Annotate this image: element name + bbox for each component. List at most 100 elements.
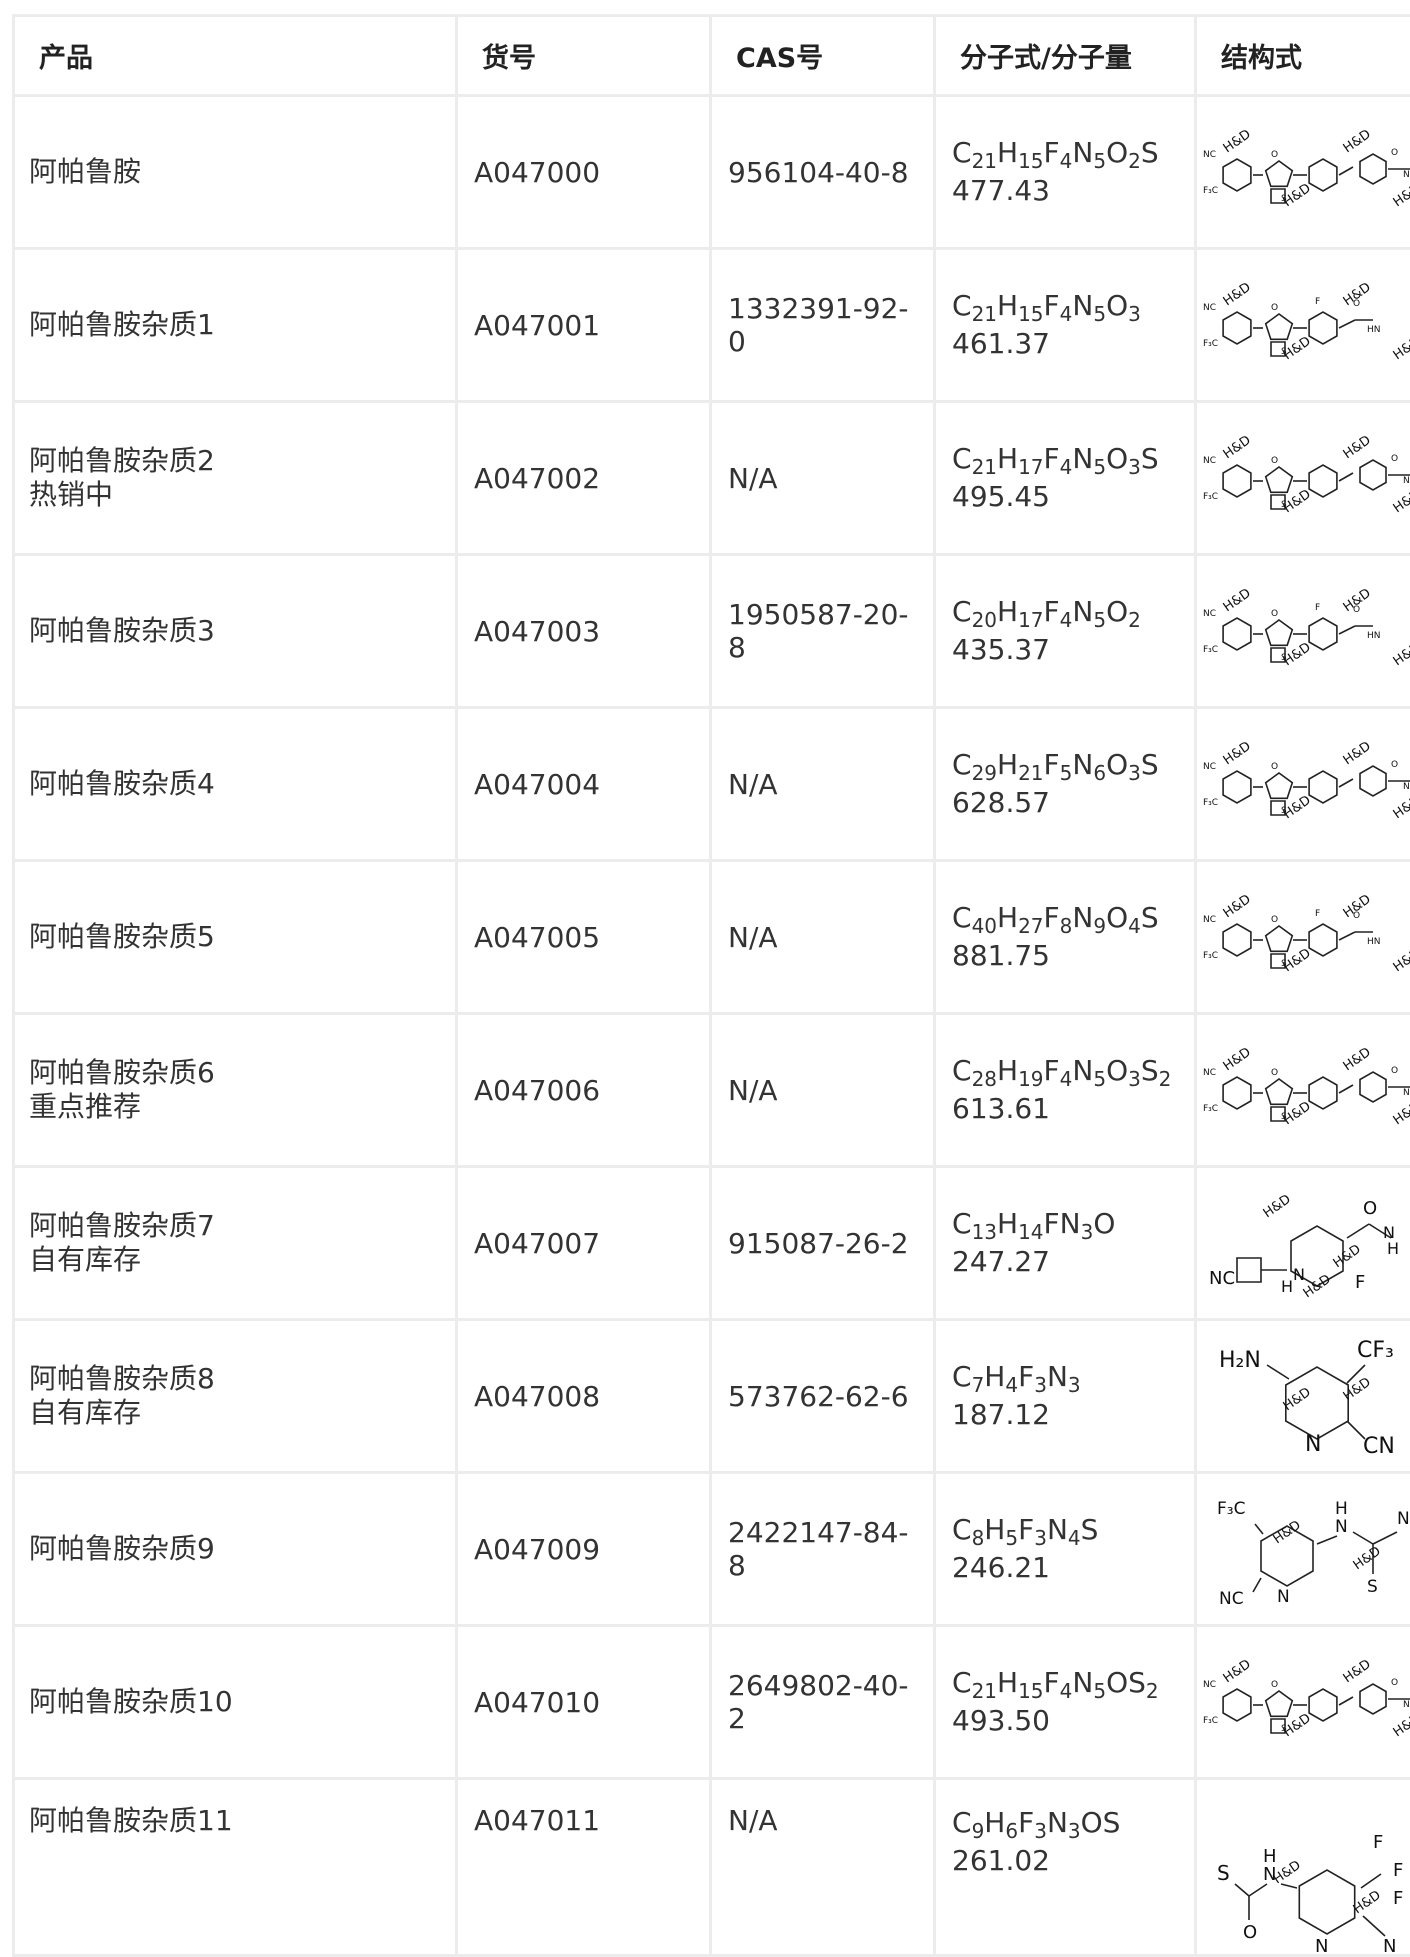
- svg-text:O: O: [1243, 1922, 1257, 1943]
- svg-text:H&D: H&D: [1281, 487, 1314, 516]
- svg-text:NC: NC: [1219, 1589, 1244, 1609]
- svg-text:F₃C: F₃C: [1203, 798, 1218, 808]
- svg-text:F: F: [1315, 297, 1320, 307]
- svg-text:S: S: [1367, 1577, 1378, 1597]
- product-name[interactable]: 阿帕鲁胺杂质11: [29, 1804, 441, 1838]
- svg-text:N: N: [1403, 782, 1410, 792]
- molecular-formula: C29H21F5N6O3S: [952, 746, 1180, 784]
- svg-text:NC: NC: [1203, 609, 1216, 619]
- svg-text:NC: NC: [1203, 1680, 1216, 1690]
- svg-text:F: F: [1315, 603, 1320, 613]
- table-header-row: 产品 货号 CAS号 分子式/分子量 结构式: [14, 16, 1410, 96]
- svg-text:N: N: [1403, 476, 1410, 486]
- svg-text:O: O: [1271, 915, 1278, 925]
- molecular-weight: 495.45: [952, 478, 1180, 516]
- product-name[interactable]: 阿帕鲁胺杂质4: [29, 767, 441, 801]
- product-name[interactable]: 阿帕鲁胺杂质8: [29, 1362, 441, 1396]
- svg-text:H&D: H&D: [1341, 739, 1374, 768]
- product-name[interactable]: 阿帕鲁胺杂质9: [29, 1532, 441, 1566]
- product-code: A047002: [457, 402, 711, 555]
- column-header-cas: CAS号: [711, 16, 935, 96]
- svg-text:N: N: [1383, 1223, 1395, 1242]
- product-name-cell: 阿帕鲁胺: [14, 96, 457, 249]
- svg-text:H&D: H&D: [1341, 127, 1374, 156]
- molecular-weight: 246.21: [952, 1549, 1180, 1587]
- svg-text:F₃C: F₃C: [1203, 951, 1218, 961]
- svg-text:HN: HN: [1367, 937, 1381, 947]
- svg-text:H&D: H&D: [1391, 181, 1410, 210]
- product-code: A047006: [457, 1014, 711, 1167]
- svg-text:N: N: [1293, 1265, 1305, 1284]
- svg-text:H&D: H&D: [1221, 433, 1254, 462]
- molecular-formula: C21H15F4N5OS2: [952, 1664, 1180, 1702]
- svg-text:S: S: [1217, 1861, 1230, 1885]
- svg-text:CF₃: CF₃: [1357, 1338, 1394, 1363]
- svg-text:F₃C: F₃C: [1203, 492, 1218, 502]
- product-name[interactable]: 阿帕鲁胺杂质7: [29, 1209, 441, 1243]
- molecular-weight: 493.50: [952, 1702, 1180, 1740]
- molecular-formula: C20H17F4N5O2: [952, 593, 1180, 631]
- product-code: A047007: [457, 1167, 711, 1320]
- svg-text:F: F: [1355, 1272, 1365, 1293]
- svg-text:H&D: H&D: [1351, 1888, 1384, 1917]
- column-header-code: 货号: [457, 16, 711, 96]
- svg-text:H&D: H&D: [1391, 1711, 1410, 1740]
- product-name[interactable]: 阿帕鲁胺杂质2: [29, 444, 441, 478]
- svg-text:H&D: H&D: [1391, 793, 1410, 822]
- product-name[interactable]: 阿帕鲁胺: [29, 155, 441, 189]
- svg-text:H&D: H&D: [1221, 1657, 1254, 1686]
- product-code: A047000: [457, 96, 711, 249]
- product-name[interactable]: 阿帕鲁胺杂质1: [29, 308, 441, 342]
- svg-text:NH₂: NH₂: [1397, 1509, 1410, 1529]
- product-name[interactable]: 阿帕鲁胺杂质3: [29, 614, 441, 648]
- svg-text:O: O: [1391, 760, 1398, 770]
- svg-text:N: N: [1403, 1088, 1410, 1098]
- product-name[interactable]: 阿帕鲁胺杂质10: [29, 1685, 441, 1719]
- svg-text:NC: NC: [1203, 1068, 1216, 1078]
- svg-text:H&D: H&D: [1391, 946, 1410, 975]
- svg-text:NC: NC: [1209, 1268, 1235, 1289]
- product-code: A047001: [457, 249, 711, 402]
- svg-text:NC: NC: [1203, 915, 1216, 925]
- molecular-weight: 613.61: [952, 1090, 1180, 1128]
- svg-text:H&D: H&D: [1281, 640, 1314, 669]
- svg-text:F₃C: F₃C: [1203, 645, 1218, 655]
- cas-number: 2422147-84-8: [711, 1473, 935, 1626]
- svg-text:H&D: H&D: [1351, 1544, 1384, 1573]
- product-name[interactable]: 阿帕鲁胺杂质6: [29, 1056, 441, 1090]
- svg-text:HN: HN: [1367, 325, 1381, 335]
- svg-text:H&D: H&D: [1281, 793, 1314, 822]
- product-name[interactable]: 阿帕鲁胺杂质5: [29, 920, 441, 954]
- structure-image: F₃CNCNHNNH₂SH&DH&D: [1197, 1474, 1410, 1624]
- svg-text:H&D: H&D: [1391, 487, 1410, 516]
- cas-number: 915087-26-2: [711, 1167, 935, 1320]
- svg-text:O: O: [1271, 762, 1278, 772]
- molecular-formula: C13H14FN3O: [952, 1205, 1180, 1243]
- svg-text:F: F: [1393, 1888, 1403, 1909]
- svg-text:F: F: [1315, 909, 1320, 919]
- svg-text:H₂N: H₂N: [1219, 1348, 1261, 1373]
- svg-text:NC: NC: [1203, 303, 1216, 313]
- molecular-weight: 261.02: [952, 1842, 1180, 1880]
